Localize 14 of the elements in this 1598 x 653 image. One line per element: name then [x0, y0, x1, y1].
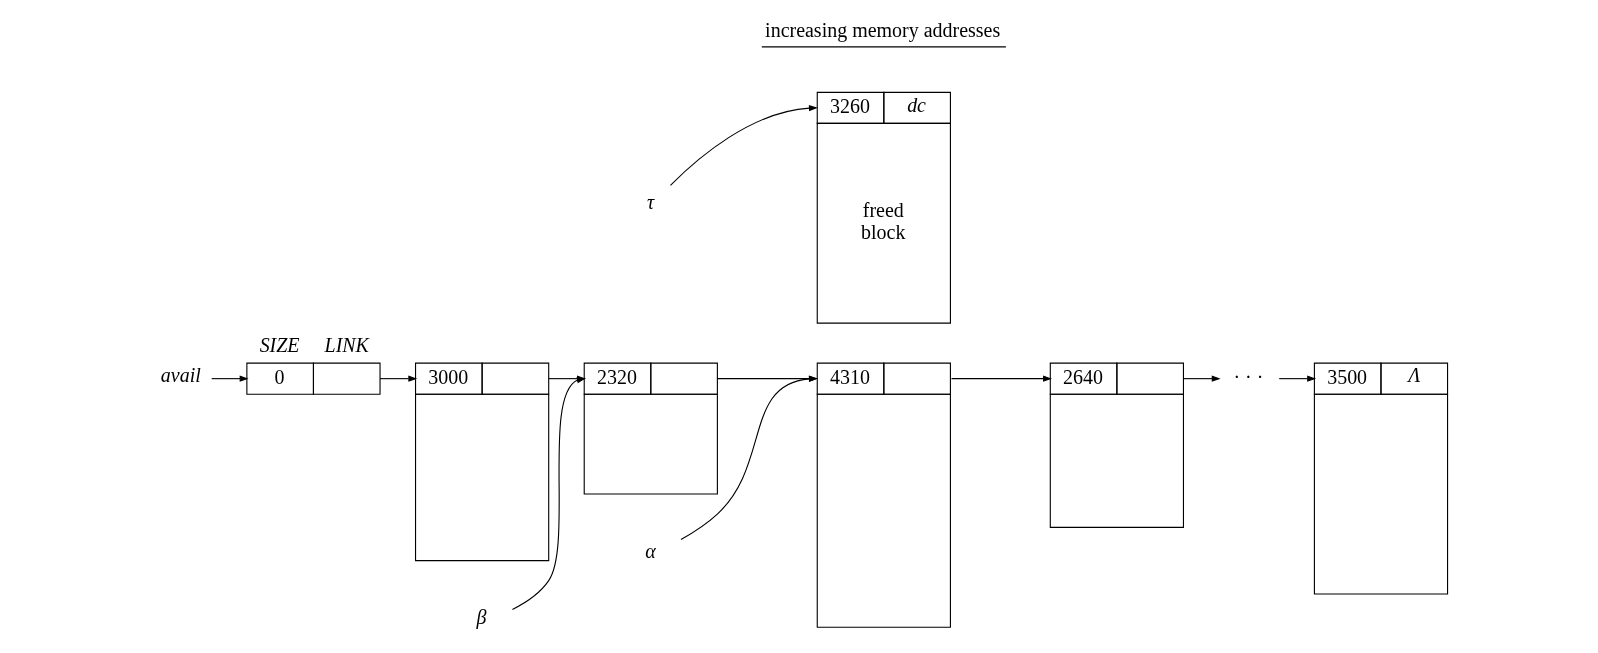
label: increasing memory addresses	[764, 19, 1000, 42]
node-text: α	[644, 539, 656, 562]
arrow	[669, 105, 818, 186]
arrow	[950, 375, 1052, 382]
node-label: SIZE	[259, 334, 300, 357]
node-label: LINK	[324, 334, 369, 357]
node-text: β	[476, 606, 487, 629]
node-text: · · ·	[1232, 365, 1263, 388]
node-text: avail	[160, 364, 201, 387]
arrow	[379, 375, 417, 382]
arrow	[1182, 375, 1221, 382]
arrow	[1278, 375, 1316, 382]
arrow	[210, 375, 249, 382]
node-text: τ	[646, 191, 654, 214]
